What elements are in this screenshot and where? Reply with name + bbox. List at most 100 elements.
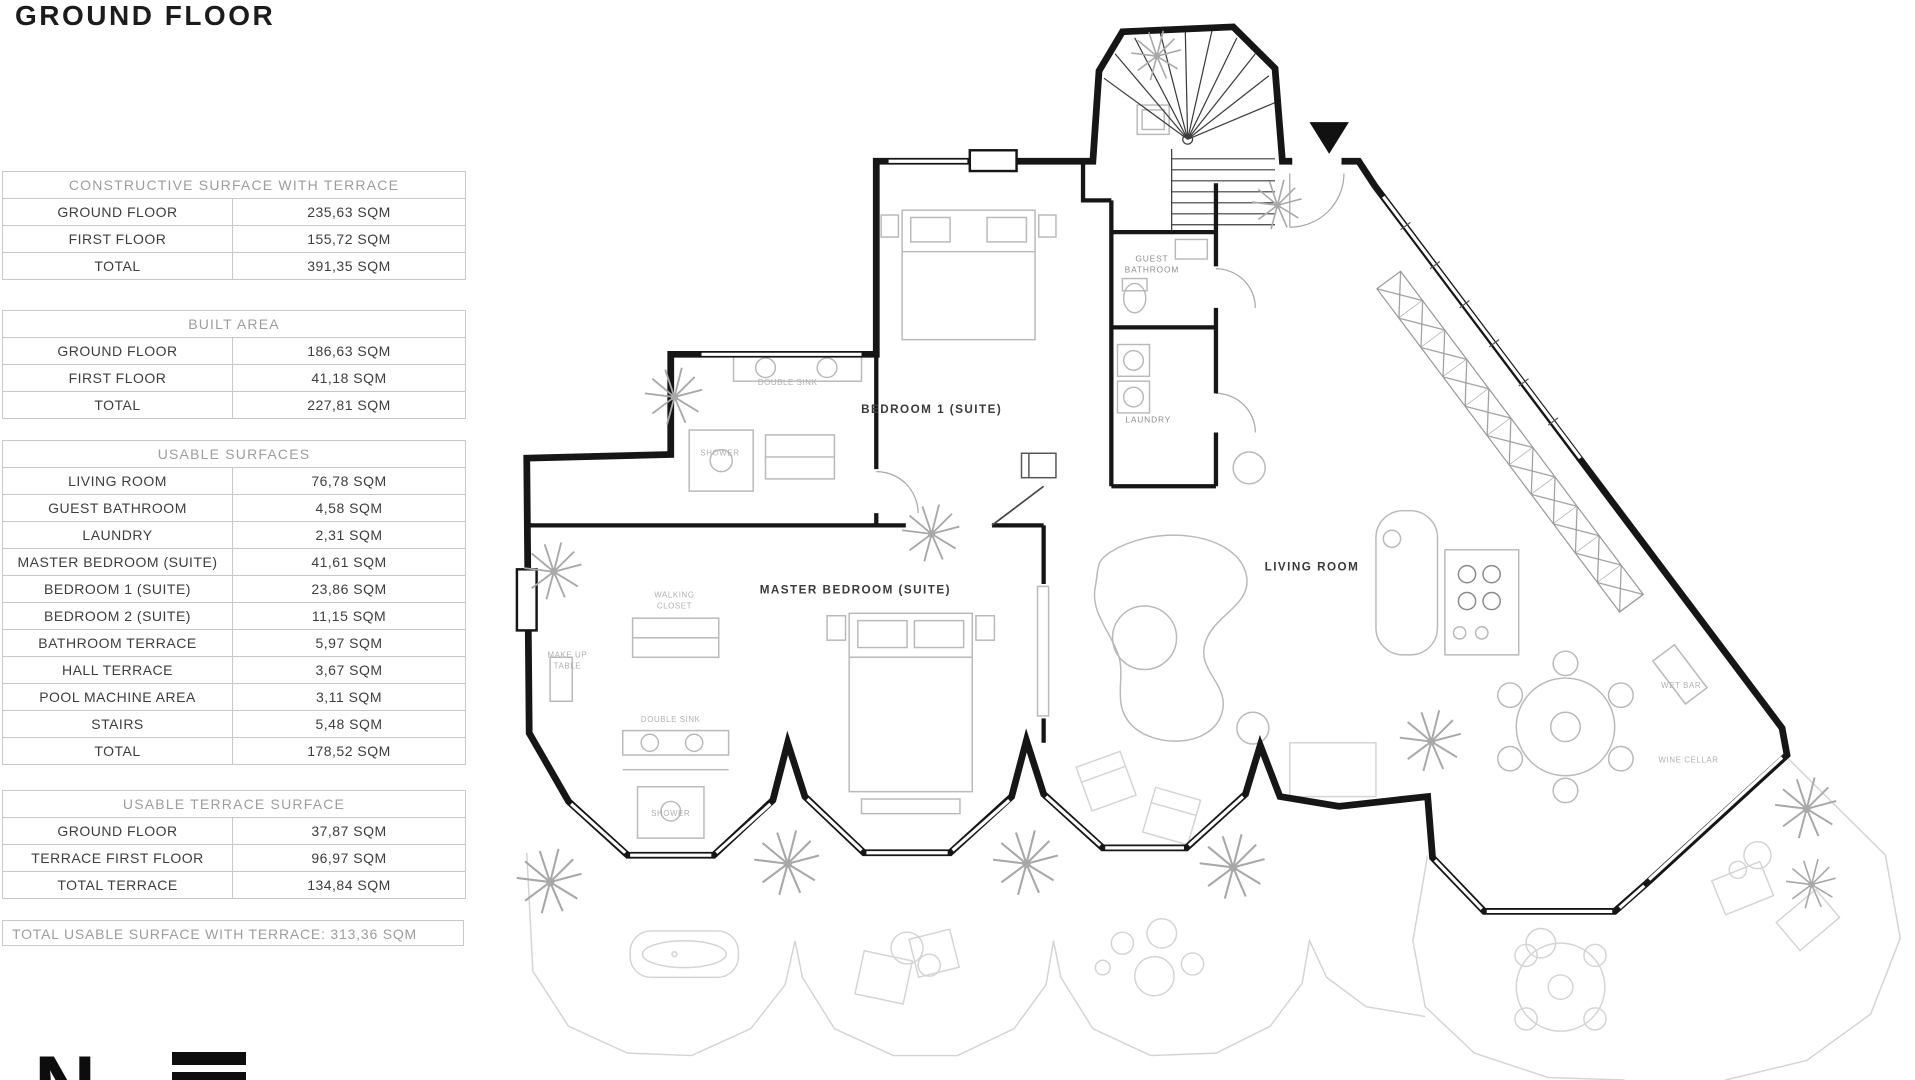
row-value: 227,81 SQM [307,397,391,413]
row-value: 2,31 SQM [315,527,383,543]
label-bedroom1: BEDROOM 1 (SUITE) [861,403,1002,416]
label-wet-bar: WET BAR [1661,681,1701,690]
table-usable-terrace: USABLE TERRACE SURFACE GROUND FLOOR 37,8… [2,790,466,899]
row-value: 37,87 SQM [311,823,387,839]
label-makeup-table: TABLE [554,661,581,670]
row-label: FIRST FLOOR [3,226,233,252]
palm-trees [515,29,1838,915]
row-label: POOL MACHINE AREA [3,684,233,710]
row-label: BATHROOM TERRACE [3,630,233,656]
table-row: TOTAL 178,52 SQM [3,738,465,764]
row-value: 178,52 SQM [307,743,391,759]
label-living-room: LIVING ROOM [1265,561,1360,574]
label-guest-bathroom: BATHROOM [1125,264,1180,274]
row-label: LIVING ROOM [3,468,233,494]
row-value: 5,97 SQM [315,635,383,651]
table-row: POOL MACHINE AREA 3,11 SQM [3,684,465,711]
row-value: 41,61 SQM [311,554,387,570]
table-header: USABLE TERRACE SURFACE [3,791,465,818]
palm-tree-icon [1785,858,1837,910]
row-value: 134,84 SQM [307,877,391,893]
label-walking-closet: WALKING [654,590,694,599]
terrace-outlines [526,742,1901,1080]
table-row: GROUND FLOOR 37,87 SQM [3,818,465,845]
furniture [549,104,1709,839]
row-label: TOTAL [3,392,233,418]
label-master-bedroom: MASTER BEDROOM (SUITE) [760,584,951,597]
label-makeup-table: MAKE UP [548,650,588,659]
windows [525,156,1784,913]
table-header: BUILT AREA [3,311,465,338]
table-header: CONSTRUCTIVE SURFACE WITH TERRACE [3,172,465,199]
label-walking-closet: CLOSET [657,601,692,610]
label-laundry: LAUNDRY [1125,415,1171,425]
total-surface-note: TOTAL USABLE SURFACE WITH TERRACE: 313,3… [2,920,464,946]
row-label: GUEST BATHROOM [3,495,233,521]
window-tab [968,149,1018,173]
row-label: GROUND FLOOR [3,338,233,364]
table-row: GROUND FLOOR 235,63 SQM [3,199,465,226]
table-row: STAIRS 5,48 SQM [3,711,465,738]
table-row: TOTAL TERRACE 134,84 SQM [3,872,465,898]
wine-shelving [1376,270,1645,613]
row-value: 391,35 SQM [307,258,391,274]
row-label: FIRST FLOOR [3,365,233,391]
row-value: 3,11 SQM [316,689,382,705]
table-row: LIVING ROOM 76,78 SQM [3,468,465,495]
table-row: TERRACE FIRST FLOOR 96,97 SQM [3,845,465,872]
label-shower: SHOWER [700,449,739,458]
palm-tree-icon [1130,29,1182,81]
table-row: GUEST BATHROOM 4,58 SQM [3,495,465,522]
row-value: 4,58 SQM [315,500,383,516]
palm-tree-icon [901,503,961,563]
door-swings [876,173,1345,514]
page-title: GROUND FLOOR [15,0,276,31]
row-label: GROUND FLOOR [3,199,233,225]
row-value: 3,67 SQM [315,662,383,678]
terrace-furniture [629,750,1841,1032]
table-row: BATHROOM TERRACE 5,97 SQM [3,630,465,657]
label-double-sink: DOUBLE SINK [758,378,818,387]
window-mullion-ticks [1400,221,1559,426]
row-label: HALL TERRACE [3,657,233,683]
row-label: MASTER BEDROOM (SUITE) [3,549,233,575]
row-label: BEDROOM 2 (SUITE) [3,603,233,629]
table-header: USABLE SURFACES [3,441,465,468]
row-label: TOTAL TERRACE [3,872,233,898]
row-value: 5,48 SQM [315,716,383,732]
plan-labels: BEDROOM 1 (SUITE) MASTER BEDROOM (SUITE)… [548,253,1719,818]
table-row: BEDROOM 1 (SUITE) 23,86 SQM [3,576,465,603]
palm-tree-icon [1198,833,1266,900]
row-label: TOTAL [3,738,233,764]
label-double-sink: DOUBLE SINK [641,715,701,724]
north-compass: N [34,1044,96,1080]
row-value: 11,15 SQM [311,608,387,624]
scale-bar [172,1052,246,1065]
table-row: HALL TERRACE 3,67 SQM [3,657,465,684]
table-row: FIRST FLOOR 41,18 SQM [3,365,465,392]
palm-tree-icon [991,829,1059,896]
table-row: TOTAL 391,35 SQM [3,253,465,279]
entrance-marker-icon [1309,122,1349,154]
palm-tree-icon [1774,776,1838,840]
table-row: GROUND FLOOR 186,63 SQM [3,338,465,365]
row-value: 41,18 SQM [311,370,387,386]
row-label: TOTAL [3,253,233,279]
row-label: GROUND FLOOR [3,818,233,844]
palm-tree-icon [753,829,821,896]
row-value: 155,72 SQM [307,231,391,247]
row-value: 23,86 SQM [311,581,387,597]
row-label: BEDROOM 1 (SUITE) [3,576,233,602]
label-wine-cellar: WINE CELLAR [1659,755,1719,764]
table-row: FIRST FLOOR 155,72 SQM [3,226,465,253]
row-value: 76,78 SQM [311,473,387,489]
table-built-area: BUILT AREA GROUND FLOOR 186,63 SQM FIRST… [2,310,466,419]
table-usable-surfaces: USABLE SURFACES LIVING ROOM 76,78 SQM GU… [2,440,466,765]
table-row: LAUNDRY 2,31 SQM [3,522,465,549]
table-row: MASTER BEDROOM (SUITE) 41,61 SQM [3,549,465,576]
palm-tree-icon [1398,709,1462,772]
row-value: 96,97 SQM [311,850,387,866]
label-shower: SHOWER [651,809,690,818]
row-label: STAIRS [3,711,233,737]
